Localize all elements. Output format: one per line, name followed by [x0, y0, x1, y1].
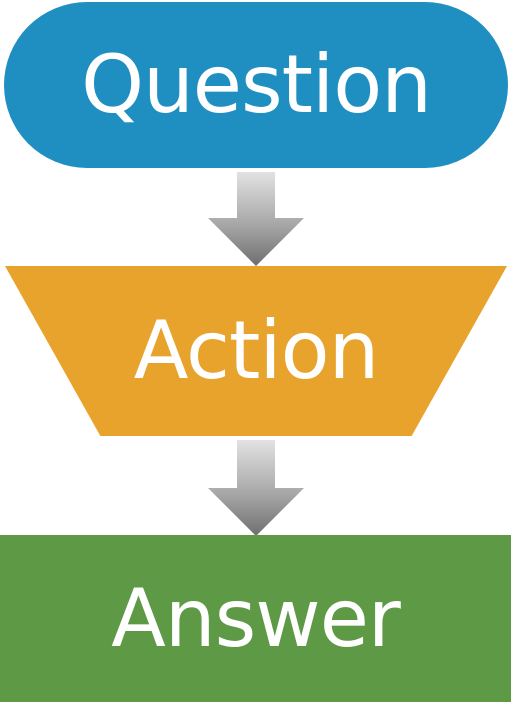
answer-node: Answer [0, 535, 511, 702]
arrow-down-icon [208, 172, 304, 266]
question-node: Question [4, 2, 508, 168]
action-node: Action [5, 266, 507, 436]
question-label: Question [81, 38, 432, 131]
answer-label: Answer [111, 571, 401, 665]
action-label: Action [133, 304, 380, 397]
arrow-down-icon [208, 440, 304, 536]
